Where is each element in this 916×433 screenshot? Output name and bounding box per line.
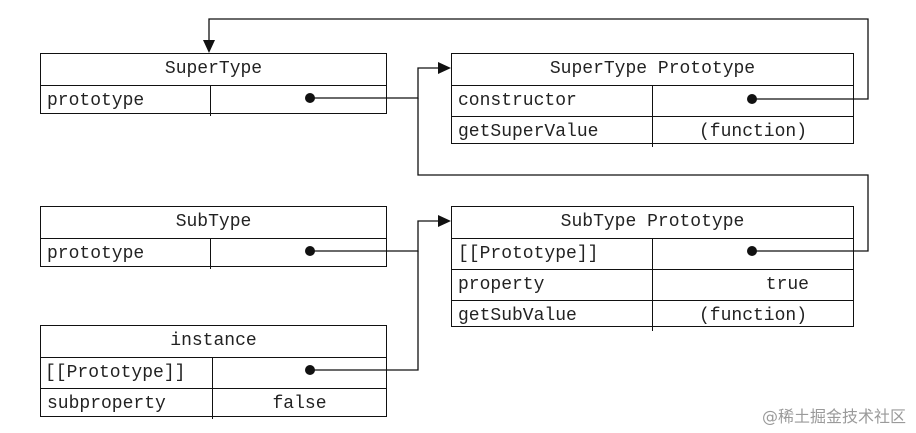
- watermark: @稀土掘金技术社区: [761, 407, 906, 426]
- subtype-prototype-link-key: [[Prototype]]: [452, 239, 653, 269]
- getsupervalue-value: (function): [698, 122, 808, 142]
- instance-title: instance: [41, 326, 386, 358]
- supertype-prototype-row-getsupervalue: getSuperValue (function): [452, 117, 853, 147]
- supertype-box: SuperType prototype: [40, 53, 387, 116]
- subproperty-value: false: [272, 394, 327, 414]
- getsubvalue-key: getSubValue: [452, 301, 653, 331]
- instance-row-prototype-link: [[Prototype]]: [41, 358, 386, 389]
- property-value: true: [765, 275, 809, 295]
- subtype-prototype-pointer: [211, 239, 386, 269]
- subtype-prototype-box: SubType Prototype [[Prototype]] property…: [451, 206, 854, 331]
- getsubvalue-value: (function): [698, 306, 808, 326]
- instance-prototype-link-pointer: [213, 358, 386, 388]
- supertype-prototype-pointer: [211, 86, 386, 116]
- subtype-prototype-row-getsubvalue: getSubValue (function): [452, 301, 853, 331]
- constructor-key: constructor: [452, 86, 653, 116]
- subtype-prototype-key: prototype: [41, 239, 211, 269]
- subproperty-key: subproperty: [41, 389, 213, 419]
- subtype-title: SubType: [41, 207, 386, 239]
- arrowhead-supertype-prototype: [438, 62, 451, 74]
- subtype-prototype-title: SubType Prototype: [452, 207, 853, 239]
- supertype-prototype-box: SuperType Prototype constructor getSuper…: [451, 53, 854, 147]
- supertype-title: SuperType: [41, 54, 386, 86]
- instance-row-subproperty: subproperty false: [41, 389, 386, 419]
- subtype-prototype-link-pointer: [653, 239, 853, 269]
- getsupervalue-key: getSuperValue: [452, 117, 653, 147]
- subtype-prototype-row-prototype-link: [[Prototype]]: [452, 239, 853, 270]
- supertype-prototype-key: prototype: [41, 86, 211, 116]
- constructor-pointer: [653, 86, 853, 116]
- supertype-prototype-title: SuperType Prototype: [452, 54, 853, 86]
- subtype-prototype-row-property: property true: [452, 270, 853, 301]
- supertype-row-prototype: prototype: [41, 86, 386, 116]
- property-key: property: [452, 270, 653, 300]
- supertype-prototype-row-constructor: constructor: [452, 86, 853, 117]
- instance-box: instance [[Prototype]] subproperty false: [40, 325, 387, 419]
- subtype-box: SubType prototype: [40, 206, 387, 269]
- instance-prototype-link-key: [[Prototype]]: [41, 358, 213, 388]
- arrowhead-subtype-prototype: [438, 215, 451, 227]
- arrowhead-supertype: [203, 40, 215, 53]
- subtype-row-prototype: prototype: [41, 239, 386, 269]
